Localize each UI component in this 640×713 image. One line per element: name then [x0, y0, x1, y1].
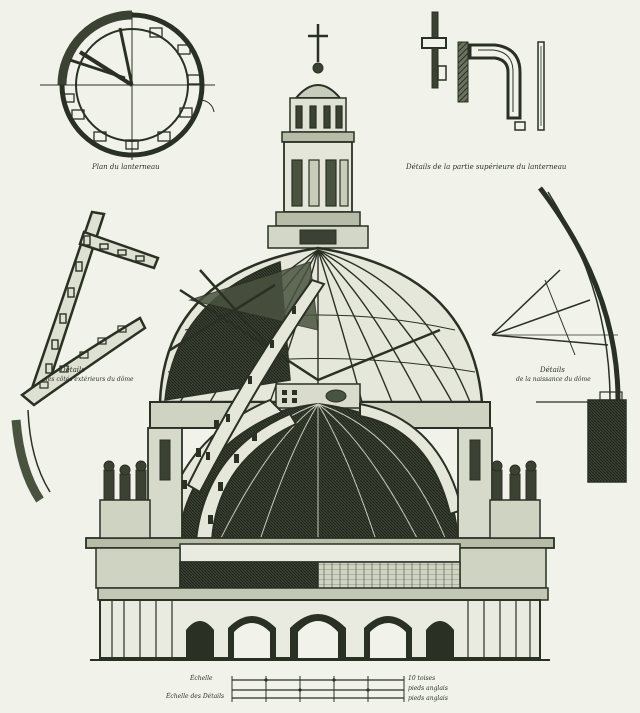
- scale-end-3: pieds anglais: [408, 695, 448, 702]
- dome-elevation: [85, 24, 555, 661]
- springing-detail-drawing: [491, 186, 627, 483]
- left-detail-caption: Détails: [60, 366, 85, 374]
- rib-side-detail-drawing: [11, 210, 160, 503]
- left-detail-subcaption: des côtés extérieurs du dôme: [44, 376, 134, 383]
- right-detail-caption: Détails: [540, 366, 565, 374]
- lantern: [267, 24, 369, 249]
- scale-label-1: Échelle: [190, 675, 213, 682]
- plan-caption: Plan du lanterneau: [92, 163, 160, 171]
- scale-bars: [231, 676, 405, 702]
- lantern-top-detail-drawing: [421, 11, 545, 131]
- lantern-plan-drawing: [40, 10, 215, 160]
- top-detail-caption: Détails de la partie supérieure du lante…: [406, 163, 567, 171]
- scale-end-1: 10 toises: [408, 675, 436, 682]
- scale-label-2: Échelle des Détails: [166, 693, 225, 700]
- scale-end-2: pieds anglais: [408, 685, 448, 692]
- statues: [103, 460, 537, 501]
- right-detail-subcaption: de la naissance du dôme: [516, 376, 591, 383]
